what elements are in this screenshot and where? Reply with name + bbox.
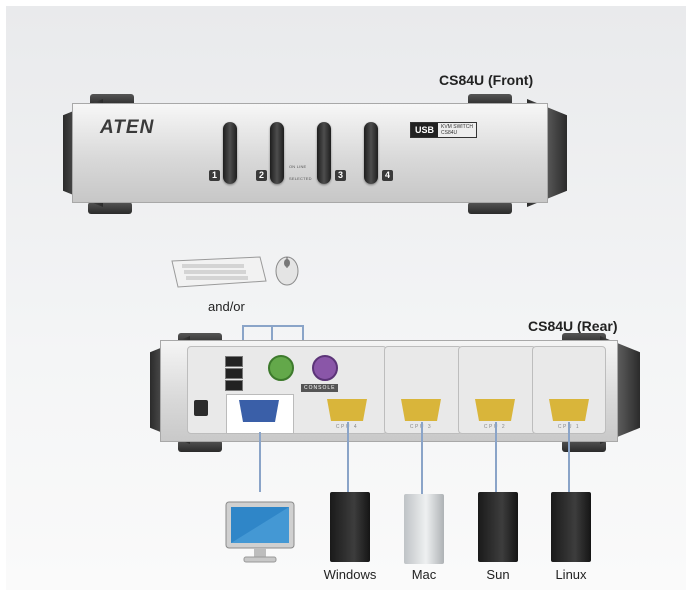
mac-cable [421, 422, 423, 494]
usb-port-3[interactable] [225, 380, 243, 391]
sun-pc-tower-icon [478, 492, 518, 562]
cpu3-label: CPU 3 [409, 424, 433, 430]
console-label: CONSOLE [301, 384, 339, 392]
port-number-3: 3 [335, 170, 346, 181]
model-badge: USB KVM SWITCH CS84U [410, 122, 477, 138]
rear-title: CS84U (Rear) [528, 318, 618, 334]
port-select-button-2[interactable] [270, 122, 284, 184]
windows-pc-tower-icon [330, 492, 370, 562]
peripheral-cable-top [242, 325, 304, 327]
windows-cable [347, 422, 349, 492]
ps2-mouse-port[interactable] [268, 355, 294, 381]
keyboard-icon [171, 256, 267, 288]
cpu2-label: CPU 2 [483, 424, 507, 430]
port-number-2: 2 [256, 170, 267, 181]
port-select-button-4[interactable] [364, 122, 378, 184]
port-number-4: 4 [382, 170, 393, 181]
andor-label: and/or [208, 299, 245, 314]
linux-cable [568, 422, 570, 492]
badge-usb: USB [411, 123, 439, 137]
front-title: CS84U (Front) [439, 72, 534, 88]
monitor-cable [259, 432, 261, 492]
cpu1-vga-port[interactable] [549, 399, 589, 421]
power-jack[interactable] [194, 400, 208, 416]
peripheral-cable-usb [242, 325, 244, 353]
mac-pc-tower-icon [404, 494, 444, 564]
os-label-sun: Sun [486, 567, 510, 582]
os-label-windows: Windows [323, 567, 377, 582]
sun-cable [495, 422, 497, 492]
port-number-1: 1 [209, 170, 220, 181]
front-foot-bottom-right [468, 202, 512, 214]
mouse-icon [275, 256, 299, 286]
rear-foot-bottom-right [562, 440, 606, 452]
front-panel [72, 103, 548, 203]
port-select-button-1[interactable] [223, 122, 237, 184]
front-foot-bottom-left [88, 202, 132, 214]
badge-kvm-text: KVM SWITCH [441, 124, 473, 130]
cpu3-vga-port[interactable] [401, 399, 441, 421]
aten-logo: ATEN [100, 117, 155, 138]
online-label: ON LINE [289, 164, 307, 169]
ps2-keyboard-port[interactable] [312, 355, 338, 381]
os-label-linux: Linux [555, 567, 587, 582]
console-vga-port[interactable] [239, 400, 279, 422]
usb-port-2[interactable] [225, 368, 243, 379]
cpu4-label: CPU 4 [335, 424, 359, 430]
os-label-mac: Mac [411, 567, 437, 582]
selected-label: SELECTED [289, 176, 312, 181]
peripheral-cable-keyboard [302, 325, 304, 353]
badge-model-text: CS84U [441, 130, 458, 136]
linux-pc-tower-icon [551, 492, 591, 562]
monitor-icon [225, 501, 295, 563]
port-select-button-3[interactable] [317, 122, 331, 184]
usb-port-1[interactable] [225, 356, 243, 367]
peripheral-cable-mouse [271, 325, 273, 353]
badge-kvm: KVM SWITCH CS84U [438, 123, 476, 137]
cpu2-vga-port[interactable] [475, 399, 515, 421]
cpu4-vga-port[interactable] [327, 399, 367, 421]
